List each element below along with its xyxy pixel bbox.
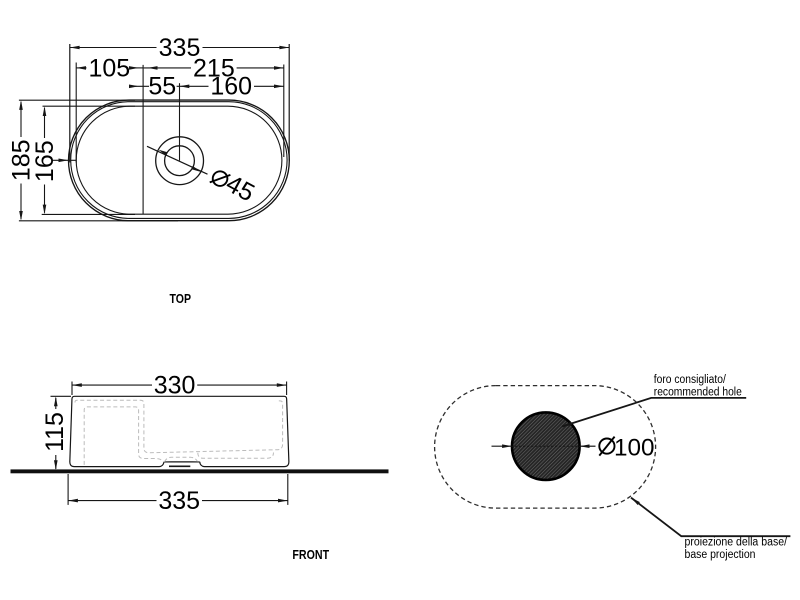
svg-text:FRONT: FRONT bbox=[292, 548, 329, 562]
svg-text:185: 185 bbox=[8, 139, 36, 181]
svg-text:TOP: TOP bbox=[170, 292, 192, 306]
svg-text:55: 55 bbox=[148, 73, 176, 101]
svg-text:recommended hole: recommended hole bbox=[654, 386, 742, 398]
svg-text:335: 335 bbox=[159, 34, 201, 62]
svg-text:165: 165 bbox=[31, 140, 59, 182]
svg-text:215: 215 bbox=[193, 54, 235, 82]
svg-text:base projection: base projection bbox=[685, 549, 756, 561]
svg-text:115: 115 bbox=[41, 412, 69, 452]
svg-text:foro consigliato/: foro consigliato/ bbox=[654, 374, 727, 386]
svg-text:proiezione della base/: proiezione della base/ bbox=[685, 537, 788, 549]
svg-text:105: 105 bbox=[88, 54, 130, 82]
svg-text:335: 335 bbox=[158, 487, 200, 515]
svg-text:160: 160 bbox=[210, 73, 252, 101]
svg-text:330: 330 bbox=[154, 372, 196, 400]
svg-text:100: 100 bbox=[614, 434, 655, 461]
